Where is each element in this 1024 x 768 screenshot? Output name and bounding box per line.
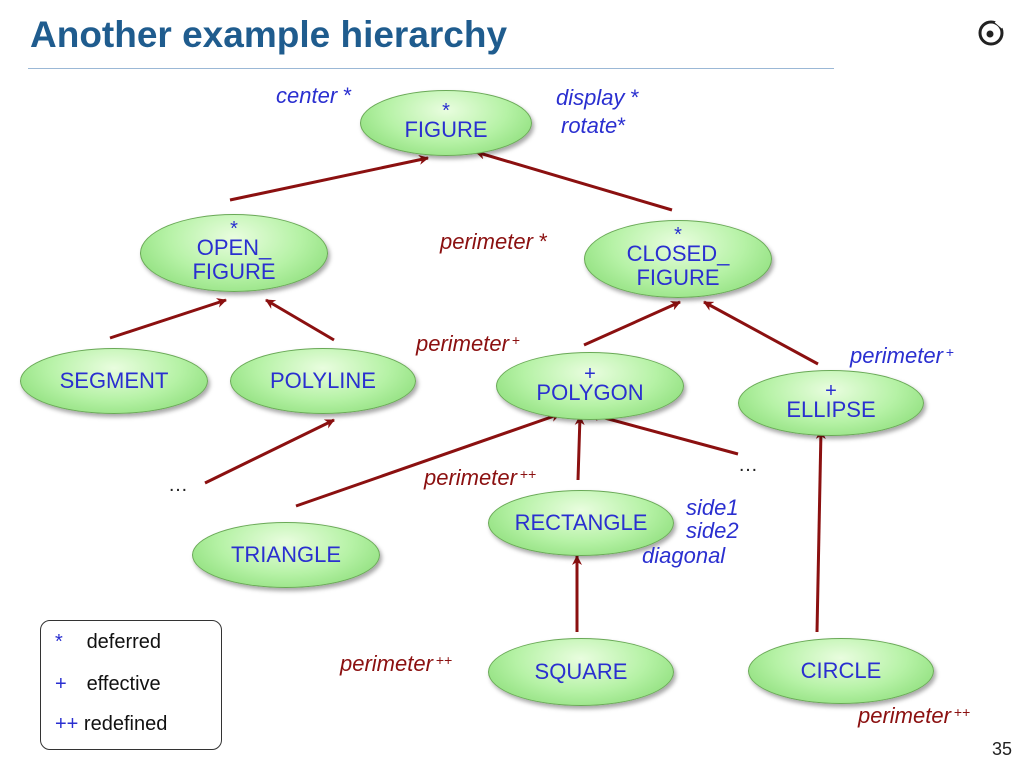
feature-center: center * bbox=[276, 84, 352, 108]
feature-polygon-perimeter: perimeter+ bbox=[416, 332, 520, 356]
legend-box: * deferred + effective ++ redefined bbox=[40, 620, 222, 750]
rectangle-label: RECTANGLE bbox=[514, 510, 648, 535]
legend-label-redefined: redefined bbox=[83, 713, 168, 735]
polyline-label: POLYLINE bbox=[270, 368, 376, 393]
ellipse-label: ELLIPSE bbox=[786, 397, 876, 422]
class-ellipse: + ELLIPSE bbox=[738, 370, 924, 436]
open-figure-marker: * bbox=[230, 218, 238, 240]
arrow-right-dots-to-polygon bbox=[589, 411, 739, 456]
triangle-label: TRIANGLE bbox=[230, 542, 342, 567]
slide-title: Another example hierarchy bbox=[30, 14, 508, 55]
page-number: 35 bbox=[991, 739, 1012, 759]
legend-label-deferred: deferred bbox=[86, 631, 162, 653]
open-figure-label-line1: OPEN_ bbox=[196, 235, 272, 260]
legend-label-effective: effective bbox=[86, 673, 161, 695]
feature-display-mark: * bbox=[630, 85, 640, 110]
ellipse-perimeter-text: perimeter bbox=[850, 343, 943, 368]
arrow-circle-to-ellipse bbox=[815, 429, 826, 633]
arrow-ellipse-to-closed-figure bbox=[703, 300, 819, 366]
closed-perimeter-mark: * bbox=[539, 229, 548, 254]
class-open-figure: * OPEN_ FIGURE bbox=[140, 214, 328, 292]
class-rectangle: RECTANGLE bbox=[488, 490, 674, 556]
class-polyline: POLYLINE bbox=[230, 348, 416, 414]
legend-row-redefined: ++ redefined bbox=[55, 713, 167, 736]
feature-rectangle-perimeter: perimeter++ bbox=[424, 466, 536, 490]
ellipse-marker: + bbox=[825, 380, 837, 402]
closed-perimeter-text: perimeter bbox=[440, 229, 533, 254]
ellipsis-left: … bbox=[168, 474, 188, 496]
feature-side1: side1 bbox=[686, 495, 739, 520]
closed-figure-label-line1: CLOSED_ bbox=[626, 241, 730, 266]
feature-rotate: rotate* bbox=[561, 114, 626, 138]
class-closed-figure: * CLOSED_ FIGURE bbox=[584, 220, 772, 298]
feature-closed-figure-perimeter: perimeter * bbox=[440, 230, 548, 254]
square-perimeter-mark: ++ bbox=[435, 652, 453, 668]
legend-symbol-redefined: ++ bbox=[55, 713, 79, 735]
arrow-rectangle-to-polygon bbox=[574, 415, 585, 481]
feature-display: display * bbox=[556, 86, 639, 110]
rectangle-perimeter-mark: ++ bbox=[519, 466, 537, 482]
legend-row-effective: + effective bbox=[55, 673, 161, 696]
figure-marker: * bbox=[442, 100, 450, 122]
circle-label: CIRCLE bbox=[800, 658, 882, 683]
closed-figure-marker: * bbox=[674, 224, 682, 246]
rectangle-perimeter-text: perimeter bbox=[424, 465, 517, 490]
feature-ellipse-perimeter: perimeter+ bbox=[850, 344, 954, 368]
figure-label: FIGURE bbox=[404, 117, 488, 142]
circle-perimeter-mark: ++ bbox=[953, 704, 971, 720]
ellipsis-right: … bbox=[738, 454, 758, 476]
logo-icon bbox=[978, 19, 1005, 46]
arrow-left-dots-to-polyline bbox=[204, 418, 335, 485]
feature-square-perimeter: perimeter++ bbox=[340, 652, 452, 676]
square-label: SQUARE bbox=[534, 659, 628, 684]
legend-symbol-deferred: * bbox=[55, 631, 63, 653]
ellipse-perimeter-mark: + bbox=[945, 344, 955, 360]
polygon-perimeter-mark: + bbox=[511, 332, 521, 348]
arrow-polyline-to-open-figure bbox=[265, 298, 335, 342]
feature-rotate-mark: * bbox=[617, 113, 626, 138]
feature-circle-perimeter: perimeter++ bbox=[858, 704, 970, 728]
legend-symbol-effective: + bbox=[55, 673, 67, 695]
polygon-perimeter-text: perimeter bbox=[416, 331, 509, 356]
arrow-polygon-to-closed-figure bbox=[583, 300, 681, 347]
arrow-closed-figure-to-figure bbox=[475, 149, 673, 212]
class-segment: SEGMENT bbox=[20, 348, 208, 414]
feature-side2: side2 bbox=[686, 518, 739, 543]
polygon-label: POLYGON bbox=[536, 380, 644, 405]
feature-diagonal: diagonal bbox=[642, 543, 726, 568]
arrow-segment-to-open-figure bbox=[109, 298, 227, 340]
square-perimeter-text: perimeter bbox=[340, 651, 433, 676]
circle-perimeter-text: perimeter bbox=[858, 703, 951, 728]
polygon-marker: + bbox=[584, 363, 596, 385]
feature-display-text: display bbox=[556, 85, 625, 110]
class-triangle: TRIANGLE bbox=[192, 522, 380, 588]
class-circle: CIRCLE bbox=[748, 638, 934, 704]
legend-row-deferred: * deferred bbox=[55, 631, 161, 654]
feature-rotate-text: rotate bbox=[561, 113, 618, 138]
class-square: SQUARE bbox=[488, 638, 674, 706]
feature-center-text: center bbox=[276, 83, 338, 108]
arrow-triangle-to-polygon bbox=[295, 412, 561, 508]
title-divider bbox=[28, 68, 834, 69]
feature-center-mark: * bbox=[343, 83, 352, 108]
arrow-open-figure-to-figure bbox=[229, 154, 429, 202]
closed-figure-label-line2: FIGURE bbox=[636, 265, 720, 290]
segment-label: SEGMENT bbox=[59, 368, 169, 393]
class-polygon: + POLYGON bbox=[496, 352, 684, 420]
open-figure-label-line2: FIGURE bbox=[192, 259, 276, 284]
class-figure: * FIGURE bbox=[360, 90, 532, 156]
